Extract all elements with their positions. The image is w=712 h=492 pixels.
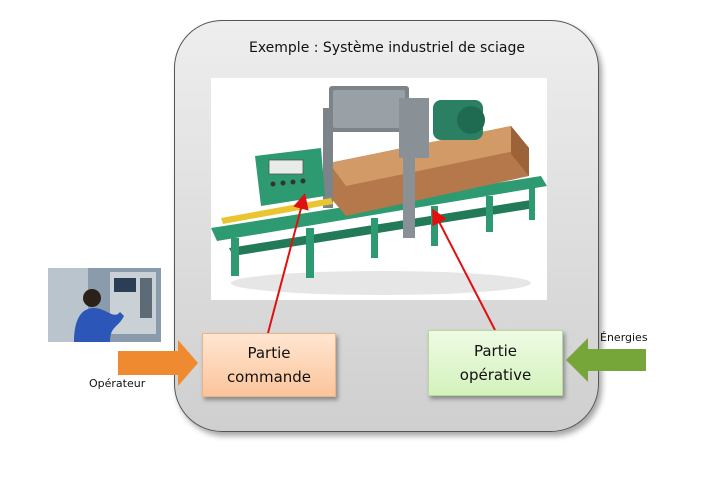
operateur-label: Opérateur bbox=[89, 377, 146, 390]
partie-commande-line2: commande bbox=[226, 368, 312, 386]
energies-label: Énergies bbox=[600, 331, 648, 344]
operateur-arrow bbox=[118, 340, 198, 386]
sawmill-illustration bbox=[211, 86, 547, 295]
diagram-title: Exemple : Système industriel de sciage bbox=[248, 40, 526, 56]
operator-illustration bbox=[48, 268, 161, 342]
partie-operative-line1: Partie bbox=[473, 342, 517, 360]
partie-commande-box: Partie commande bbox=[202, 333, 336, 397]
sawmill-photo bbox=[211, 78, 547, 300]
energies-arrow bbox=[566, 338, 646, 382]
partie-operative-line2: opérative bbox=[459, 366, 532, 384]
operator-photo bbox=[48, 268, 161, 342]
partie-commande-line1: Partie bbox=[247, 344, 291, 362]
partie-operative-box: Partie opérative bbox=[428, 330, 563, 396]
commande-pointer-arrow bbox=[267, 193, 309, 334]
operative-pointer-arrow bbox=[432, 208, 496, 331]
